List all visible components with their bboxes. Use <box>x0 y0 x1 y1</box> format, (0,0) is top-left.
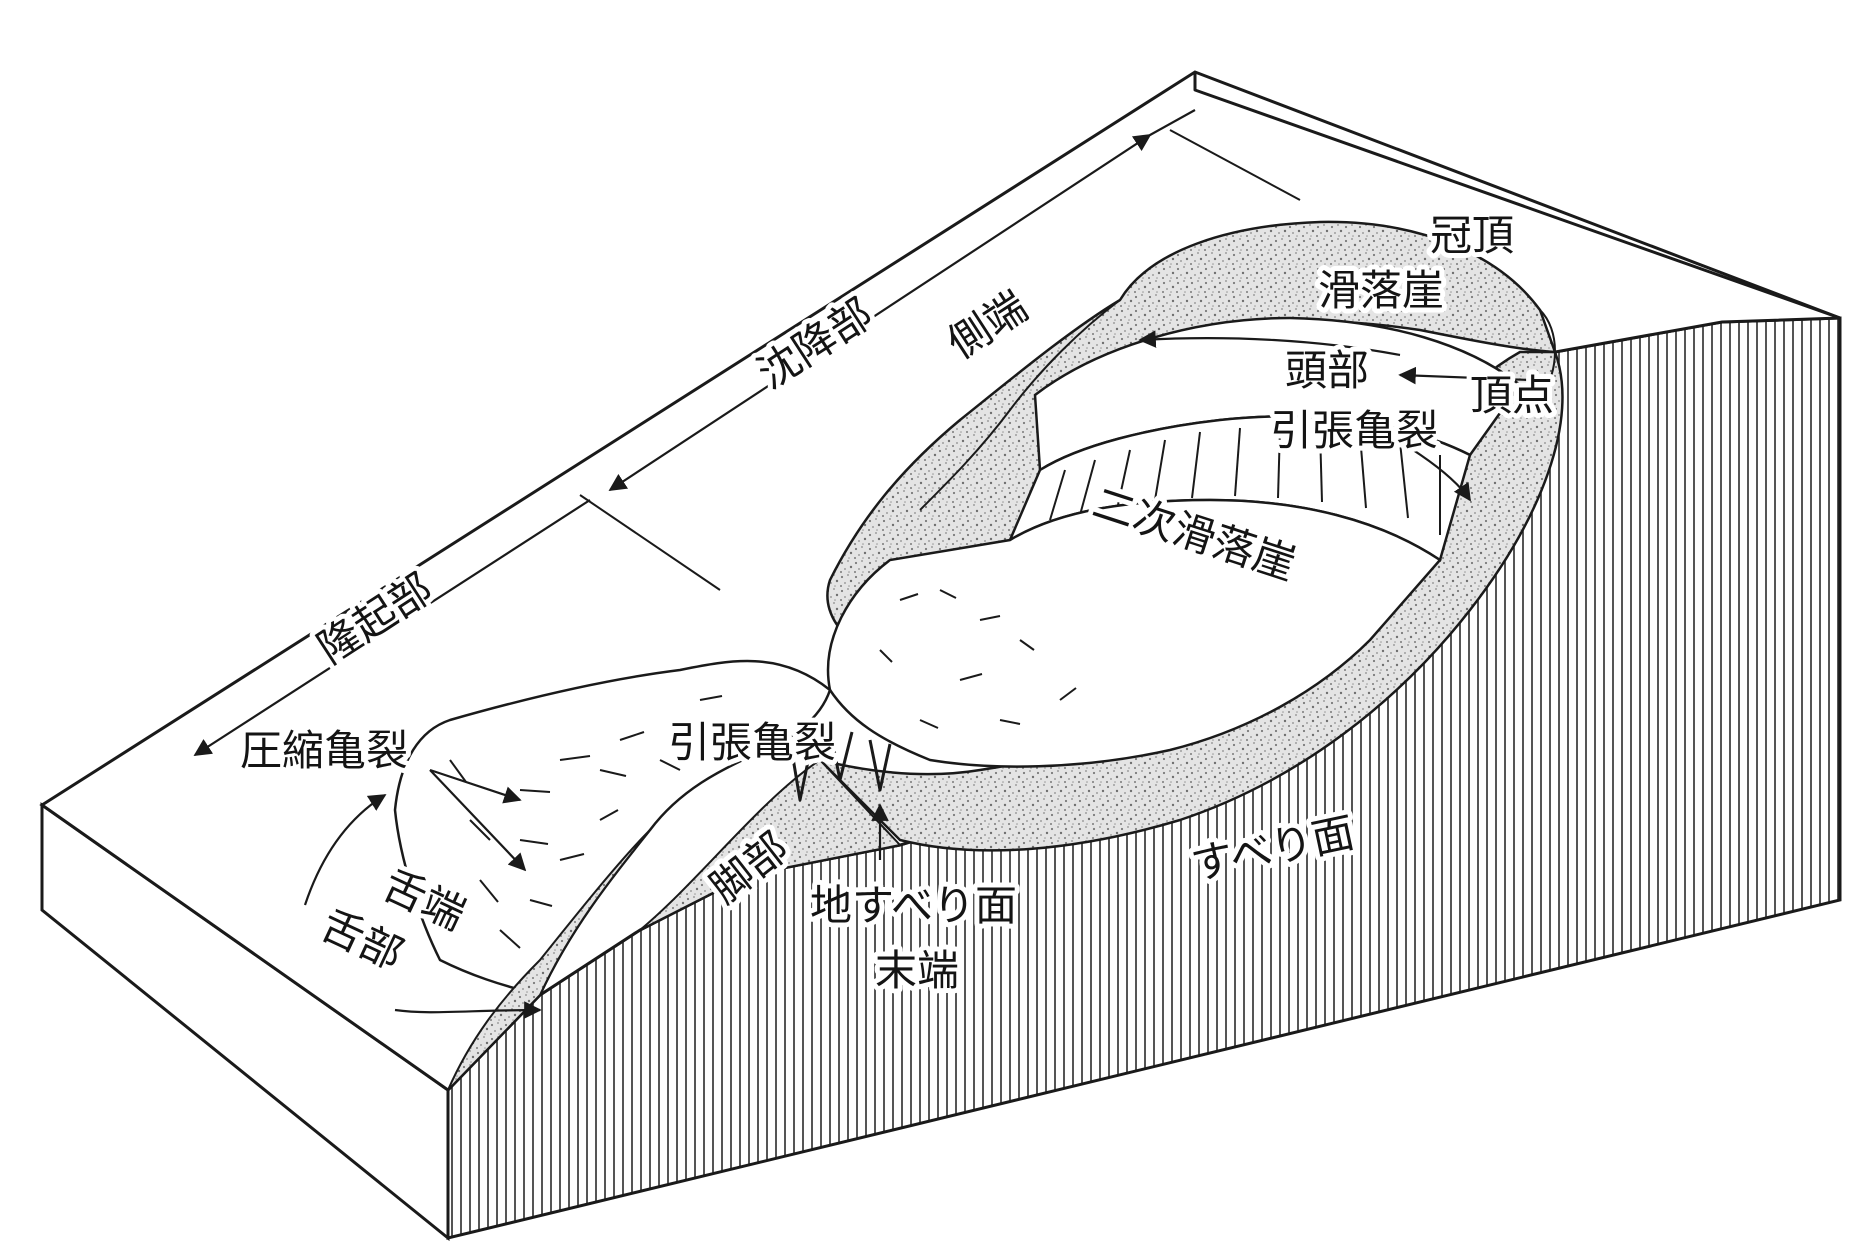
leader-arrows <box>303 330 1531 1019</box>
label-rupture-surface-toe-line2: 末端 <box>875 946 959 995</box>
label-transverse-tension-cracks: 引張亀裂 <box>668 718 836 767</box>
toe-rupture-strip <box>447 829 651 1091</box>
label-main-scarp: 滑落崖 <box>1318 266 1444 315</box>
rupture-surface-lower <box>639 758 902 931</box>
zone-dimension-lines <box>193 109 1301 756</box>
surface-cracks <box>449 589 1077 949</box>
label-crown: 冠頂 <box>1430 211 1514 260</box>
tension-crack-spikes <box>788 729 892 802</box>
label-top: 頂点 <box>1470 371 1554 420</box>
label-head: 頭部 <box>1285 346 1369 395</box>
label-head-tension-cracks: 引張亀裂 <box>1270 406 1438 455</box>
toe-body <box>393 659 832 997</box>
label-rupture-surface-toe-line1: 地すべり面 <box>810 881 1017 930</box>
label-compression-cracks: 圧縮亀裂 <box>240 726 408 775</box>
